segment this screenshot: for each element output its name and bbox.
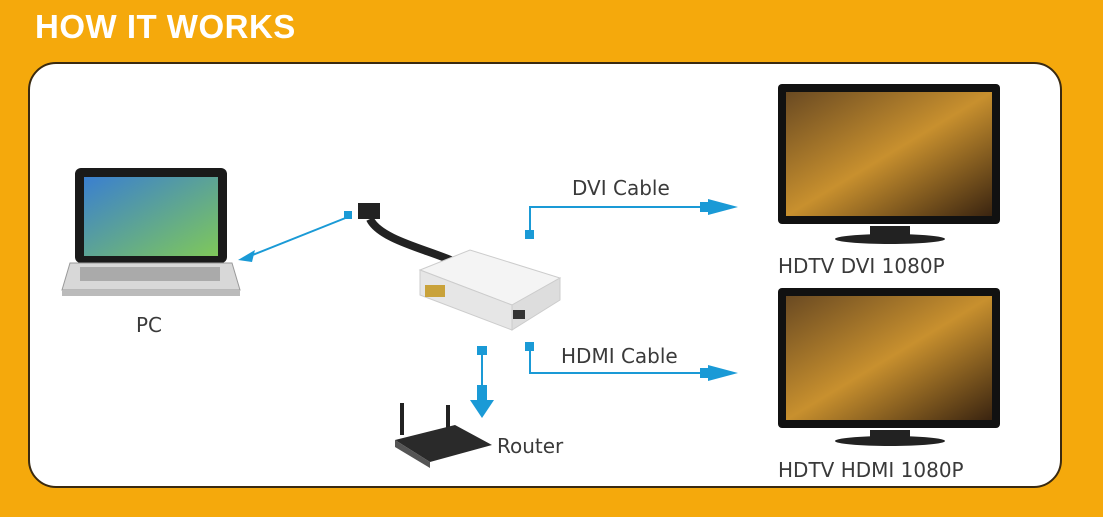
hdtv-hdmi-icon [778,288,1000,446]
hdtv-hdmi-label: HDTV HDMI 1080P [778,458,964,482]
arrow-icons [238,199,738,418]
hdmi-cable-label: HDMI Cable [561,344,678,368]
hdtv-dvi-label: HDTV DVI 1080P [778,254,945,278]
adapter-device-icon [358,203,562,331]
hdtv-dvi-icon [778,84,1000,244]
laptop-icon [61,168,241,296]
page-title: HOW IT WORKS [35,8,296,45]
pc-label: PC [136,313,163,337]
dvi-cable-label: DVI Cable [572,176,670,200]
router-label: Router [497,434,564,458]
router-icon [395,403,492,468]
